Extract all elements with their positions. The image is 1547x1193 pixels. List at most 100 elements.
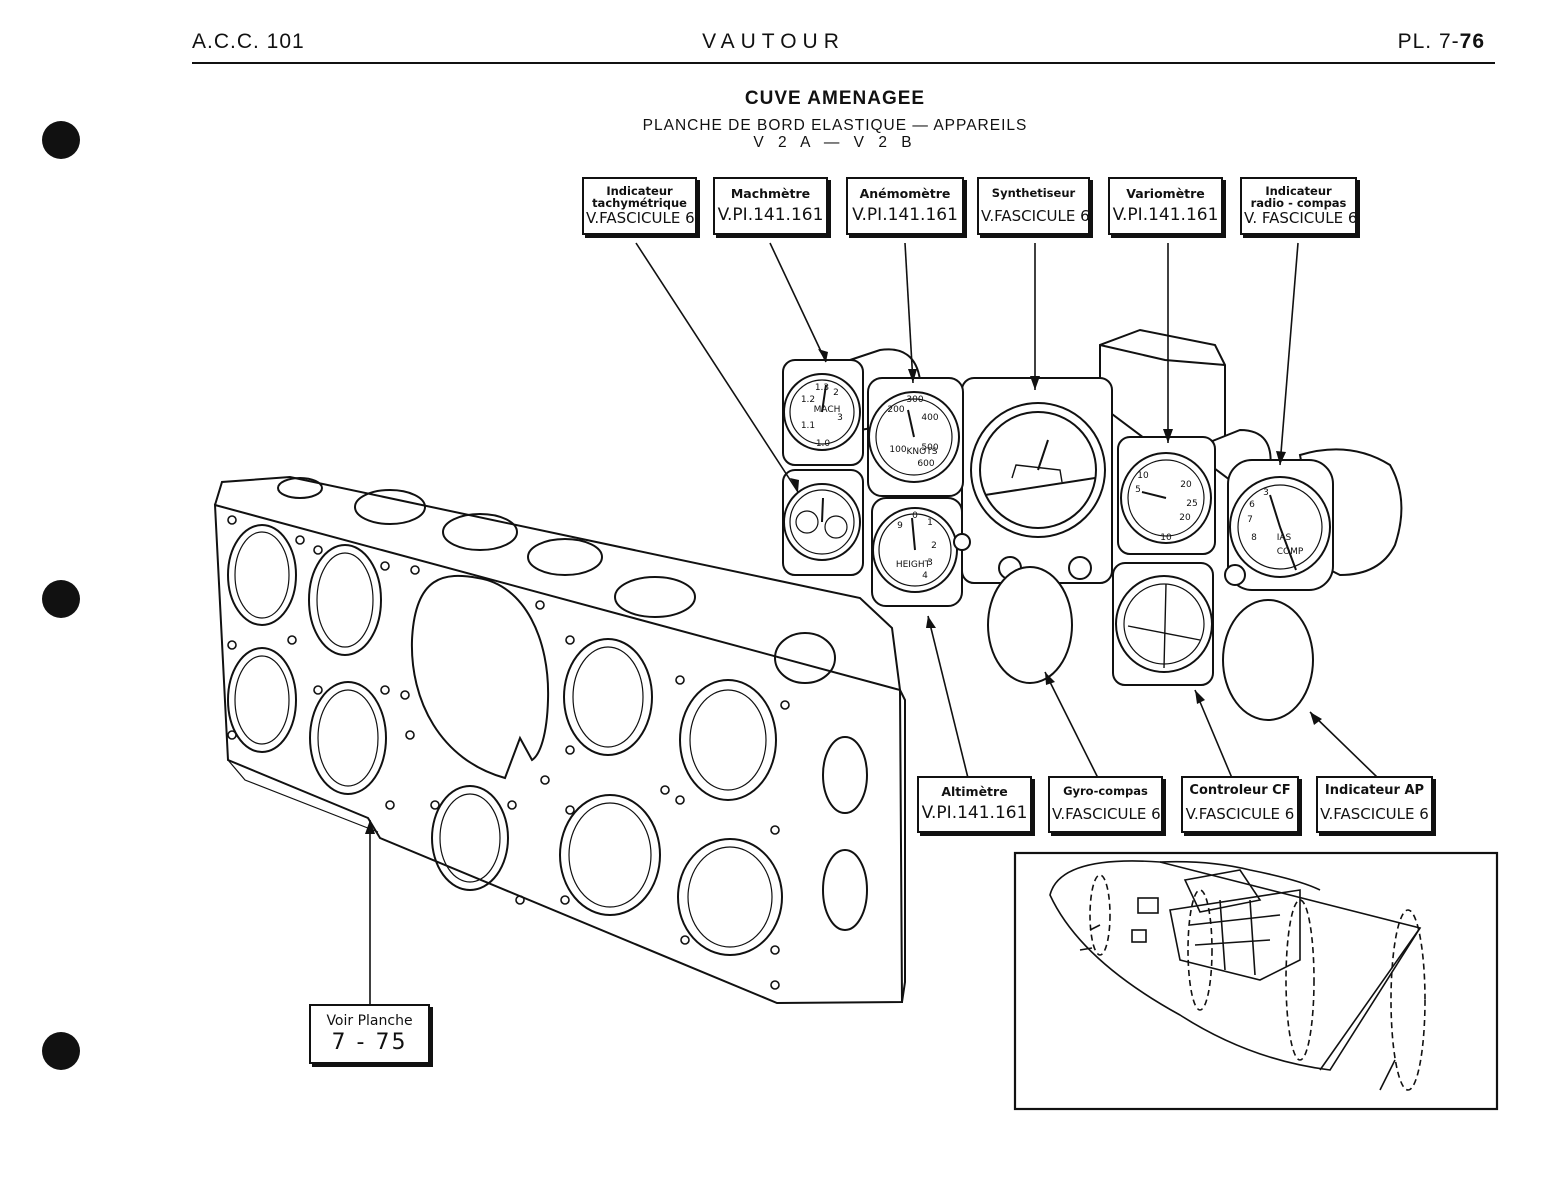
callout-ref: V.PI.141.161 [717, 204, 824, 225]
callout-ref: V.FASCICULE 6 [1185, 805, 1295, 823]
callout-ref: V.PI.141.161 [921, 803, 1028, 823]
leader-ap [1309, 711, 1379, 779]
alti-dial-mark: 3 [927, 558, 933, 568]
mach-dial-mark: MACH [814, 405, 841, 415]
radio-compas-knob [1224, 564, 1246, 586]
panel-cutout [679, 679, 777, 801]
binder-hole [42, 580, 80, 618]
leader-arrowheads [365, 349, 1322, 834]
synthetiseur-knob [1068, 556, 1092, 580]
panel-front-face [213, 503, 904, 1005]
callout-name: Altimètre [941, 784, 1008, 799]
leader-anemo [904, 242, 914, 384]
page-title: CUVE AMENAGEE [744, 88, 926, 109]
leader-radio [1279, 242, 1299, 466]
document-reference: A.C.C. 101 [192, 30, 305, 53]
radio-dial-mark: 8 [1251, 533, 1257, 543]
callout-ref: V.FASCICULE 6 [981, 206, 1090, 225]
bolt-holes [227, 515, 790, 990]
radio-dial-mark: 6 [1249, 500, 1255, 510]
alti-dial-mark: 2 [931, 541, 937, 551]
version-line: V 2 A — V 2 B [753, 134, 917, 151]
panel-side-face [899, 689, 906, 1003]
callout-altimetre: Altimètre V.PI.141.161 [917, 776, 1032, 833]
callout-name: Synthetiseur [991, 185, 1076, 200]
alti-dial-mark: 4 [922, 571, 928, 581]
side-cutout [822, 736, 868, 814]
panel-cutout [563, 638, 653, 756]
callout-ref: V.PI.141.161 [852, 204, 958, 225]
top-opening [442, 513, 518, 551]
altimetre-knob [953, 533, 971, 551]
radio-dial-mark: COMP [1277, 547, 1304, 557]
callout-voir-planche: Voir Planche 7 - 75 [309, 1004, 430, 1064]
gyro-compas-cover [987, 566, 1073, 684]
callout-indicateur-ap: Indicateur AP V.FASCICULE 6 [1316, 776, 1433, 833]
callout-name: Anémomètre [859, 185, 951, 201]
vario-dial-mark: 10 [1137, 471, 1149, 481]
indicateur-ap-cover [1222, 599, 1314, 721]
vario-dial-mark: 25 [1186, 499, 1197, 509]
callout-ref: V. FASCICULE 6 [1244, 208, 1358, 227]
aircraft-name: VAUTOUR [702, 30, 845, 53]
plate-number-value: 76 [1459, 30, 1485, 53]
binder-hole [42, 1032, 80, 1070]
header-rule [192, 62, 1495, 64]
callout-name: Indicateur [606, 183, 673, 198]
leader-lines [369, 242, 1379, 1005]
callout-name: radio - compas [1250, 195, 1347, 210]
panel-cutout [677, 838, 783, 956]
callout-ref: V.FASCICULE 6 [586, 208, 695, 227]
binder-hole [42, 121, 80, 159]
cockpit-inset-drawing [1049, 860, 1426, 1091]
mach-dial-mark: 1.2 [801, 395, 815, 405]
callout-controleur-cf: Controleur CF V.FASCICULE 6 [1181, 776, 1299, 833]
alti-dial-mark: HEIGHT [896, 560, 931, 570]
alti-dial-mark: 0 [912, 511, 918, 521]
panel-cutout [431, 785, 509, 891]
anemo-dial-mark: 100 [889, 445, 906, 455]
page-subtitle: PLANCHE DE BORD ELASTIQUE — APPAREILS [642, 117, 1028, 134]
synthetiseur-housing [1099, 328, 1226, 452]
vario-dial-mark: 10 [1160, 533, 1172, 543]
callout-name: tachymétrique [592, 195, 687, 210]
plate-prefix: PL. 7- [1397, 30, 1460, 53]
callout-variometre: Variomètre V.PI.141.161 [1108, 177, 1223, 235]
callout-name: Indicateur [1265, 183, 1332, 198]
callout-ref: 7 - 75 [331, 1030, 408, 1055]
anemo-dial-mark: KNOTS [907, 447, 938, 457]
callout-machmetre: Machmètre V.PI.141.161 [713, 177, 828, 235]
callout-name: Voir Planche [326, 1013, 413, 1029]
callout-name: Controleur CF [1189, 783, 1291, 798]
mach-dial-mark: 1.0 [816, 439, 831, 449]
leader-tachy [635, 242, 799, 493]
callout-tachymetrique: Indicateur tachymétrique V.FASCICULE 6 [582, 177, 697, 235]
leader-mach [769, 242, 827, 363]
top-opening [774, 632, 836, 684]
panel-cutout [308, 544, 382, 656]
vario-dial-mark: 20 [1180, 480, 1192, 490]
callout-radio-compas: Indicateur radio - compas V. FASCICULE 6 [1240, 177, 1357, 235]
top-opening [527, 538, 603, 576]
anemo-dial-mark: 200 [887, 405, 904, 415]
radio-dial-mark: IAS [1277, 533, 1292, 543]
alti-dial-mark: 1 [927, 518, 933, 528]
anemo-dial-mark: 600 [917, 459, 934, 469]
top-opening [614, 576, 696, 618]
mach-dial-mark: 1.1 [801, 421, 815, 431]
vario-dial-mark: 5 [1135, 485, 1141, 495]
panel-cutout [227, 524, 297, 626]
callout-ref: V.FASCICULE 6 [1052, 805, 1161, 823]
mach-dial-mark: 2 [833, 388, 839, 398]
leader-alti [927, 615, 969, 779]
callout-anemometre: Anémomètre V.PI.141.161 [846, 177, 964, 235]
side-cutout [822, 849, 868, 931]
panel-top-face [214, 475, 901, 691]
vario-dial-mark: 20 [1179, 513, 1191, 523]
anemo-dial-mark: 400 [921, 413, 938, 423]
mach-dial-mark: 1.3 [815, 383, 829, 393]
top-opening [354, 489, 426, 525]
leader-ctrl [1194, 689, 1233, 779]
large-cutout [410, 574, 550, 780]
